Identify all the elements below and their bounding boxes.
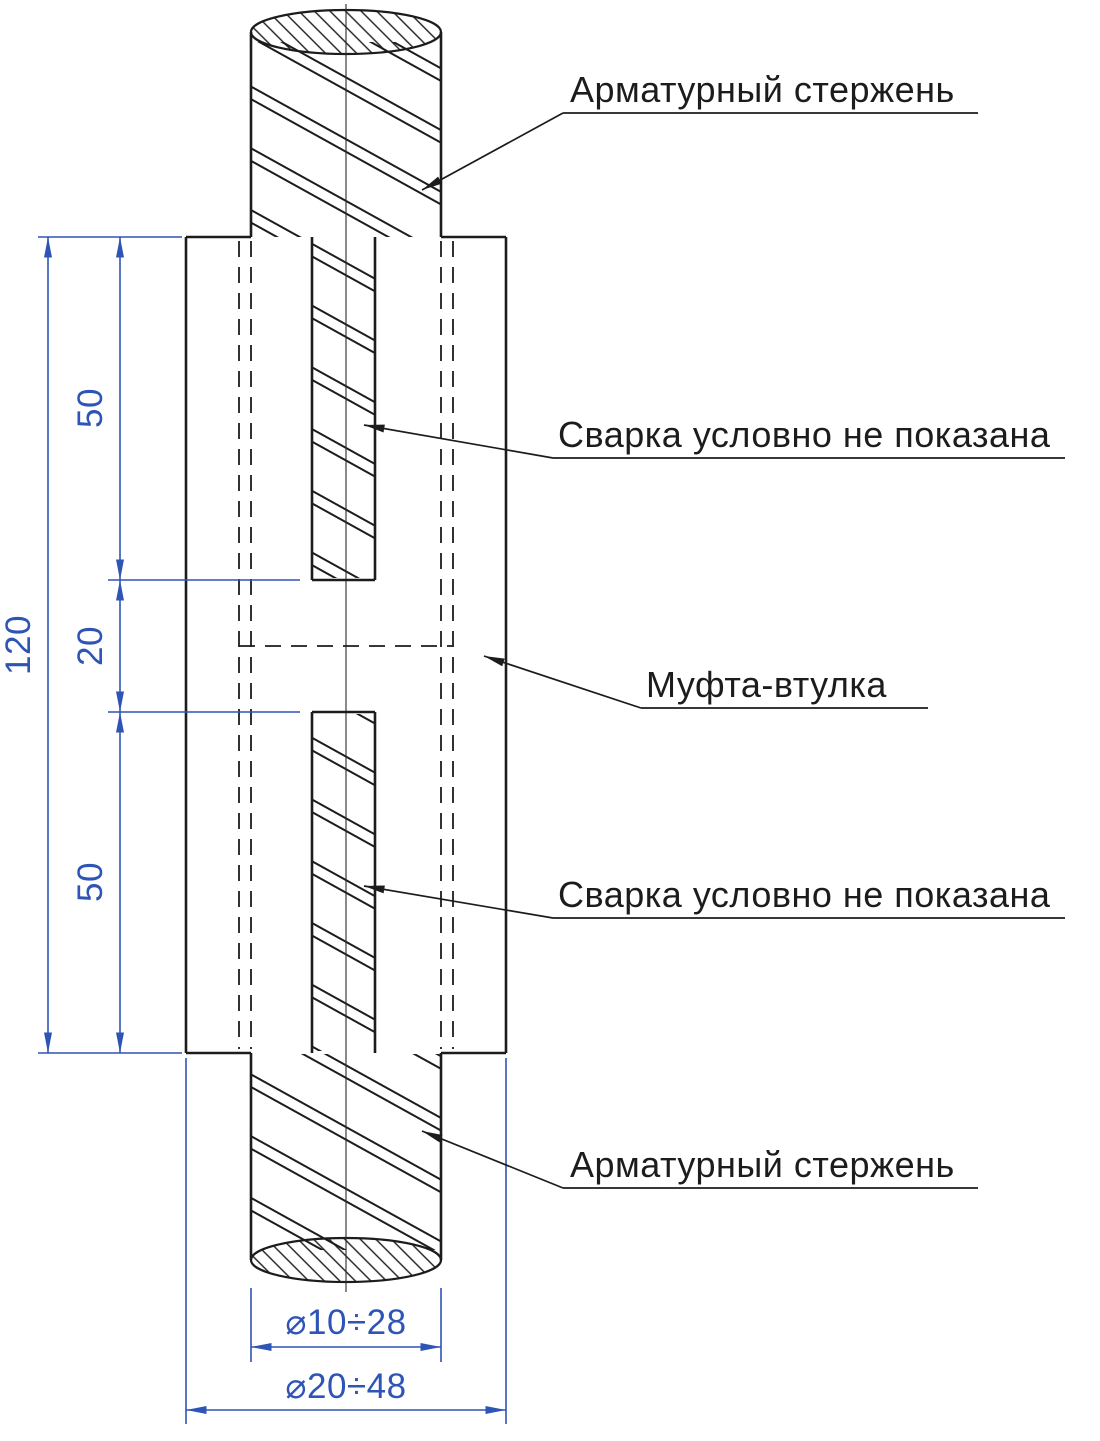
dimension-texts: 50 20 50 120 ⌀10÷28 ⌀20÷48: [0, 388, 406, 1406]
rebar-ribs-slot-top: [312, 240, 375, 578]
callouts: [363, 112, 1065, 1189]
rebar-geometry: [249, 4, 443, 1292]
dim-text-bar-dia: ⌀10÷28: [285, 1303, 406, 1342]
leader-rebar-bottom: [421, 1130, 564, 1189]
callout-texts: Арматурный стержень Сварка условно не по…: [558, 69, 1051, 1185]
label-rebar-bottom: Арматурный стержень: [570, 1144, 955, 1185]
leader-weld-top: [363, 424, 554, 459]
dim-text-sleeve-dia: ⌀20÷48: [285, 1367, 406, 1406]
leader-rebar-top: [421, 112, 564, 191]
dim-text-20: 20: [71, 626, 110, 666]
label-weld-top: Сварка условно не показана: [558, 414, 1051, 455]
dim-text-120: 120: [0, 615, 38, 675]
dim-text-50-bottom: 50: [71, 862, 110, 902]
label-rebar-top: Арматурный стержень: [570, 69, 955, 110]
rebar-ribs-slot-bottom: [312, 714, 375, 1051]
dimension-graphics: [38, 236, 507, 1424]
dim-text-50-top: 50: [71, 388, 110, 428]
leader-weld-bottom: [363, 885, 554, 919]
coupler-geometry: [184, 235, 508, 1055]
hidden-lines: [238, 241, 454, 1049]
leader-coupler: [483, 655, 642, 709]
label-coupler: Муфта-втулка: [646, 664, 887, 705]
label-weld-bottom: Сварка условно не показана: [558, 874, 1051, 915]
